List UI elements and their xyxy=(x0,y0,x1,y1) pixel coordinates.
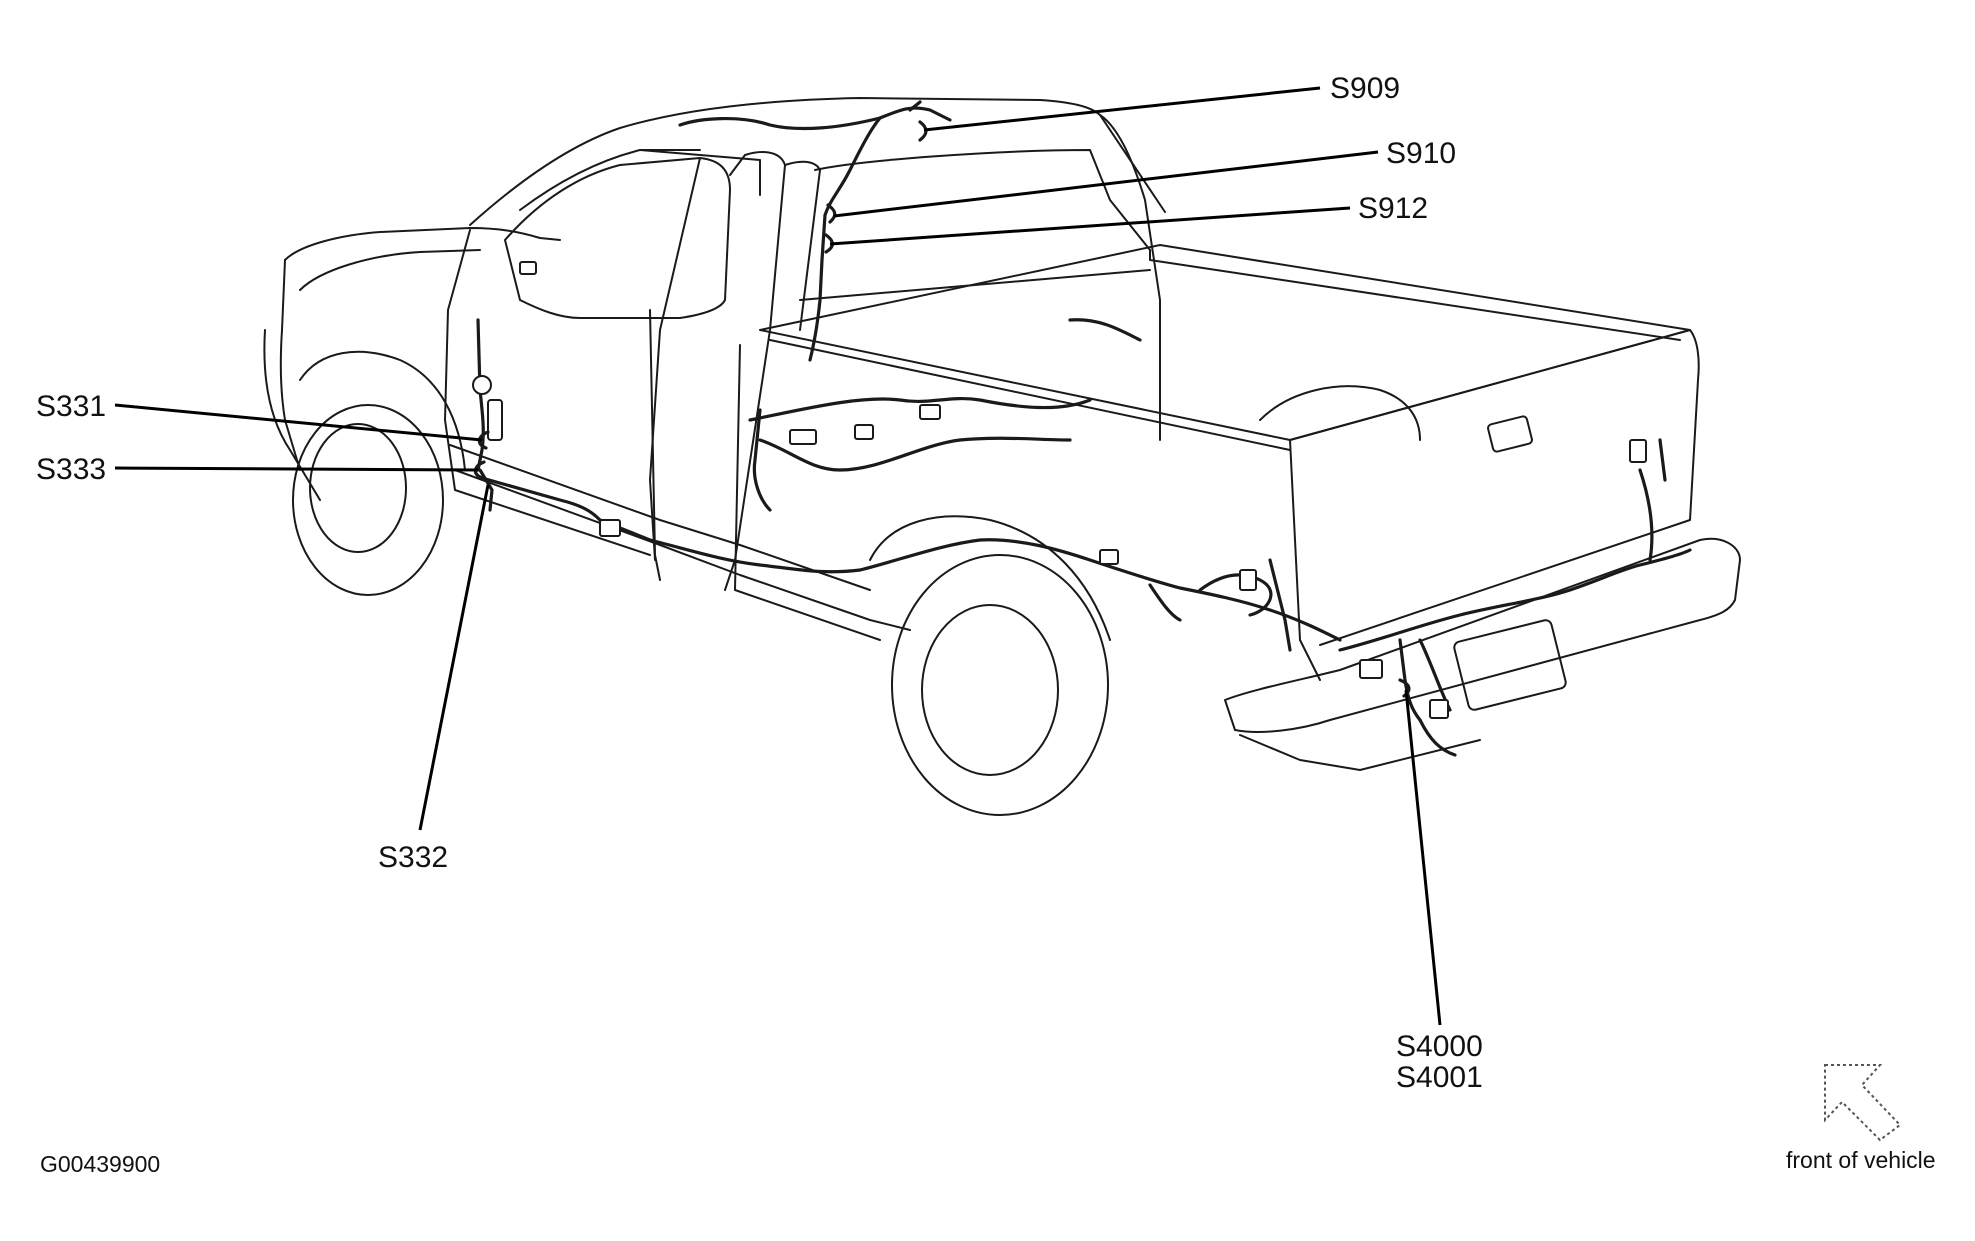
label-s333: S333 xyxy=(36,453,106,486)
cab-roof xyxy=(469,97,1166,226)
wiring-harness xyxy=(472,100,1692,757)
label-s331: S331 xyxy=(36,390,106,423)
tailgate-handle xyxy=(1487,415,1533,453)
rear-door xyxy=(724,151,786,591)
rocker-panel xyxy=(454,469,911,631)
roof-harness xyxy=(678,106,952,131)
front-door xyxy=(444,229,651,556)
door-connector xyxy=(472,375,492,395)
front-fender xyxy=(263,329,321,501)
leader-s912 xyxy=(829,206,1351,246)
leader-s4000 xyxy=(1404,689,1442,1026)
orientation-label: front of vehicle xyxy=(1786,1147,1936,1173)
truck-body xyxy=(263,97,1741,816)
bed-rail xyxy=(759,244,1691,441)
leader-s332 xyxy=(418,484,490,831)
leader-lines xyxy=(114,86,1442,1026)
rear-tire xyxy=(891,554,1109,816)
leader-s331 xyxy=(114,403,483,442)
license-plate-area xyxy=(1453,619,1567,711)
rear-bumper-harness xyxy=(1338,548,1692,652)
rocker-harness xyxy=(480,476,862,574)
rear-wheel-arch xyxy=(869,515,1111,641)
label-s910: S910 xyxy=(1386,137,1456,170)
dashed-arrow-icon xyxy=(1824,1064,1902,1142)
tailgate xyxy=(1289,329,1700,646)
label-s332: S332 xyxy=(378,841,448,874)
label-s912: S912 xyxy=(1358,192,1428,225)
label-s4001: S4001 xyxy=(1396,1061,1483,1094)
figure-id: G00439900 xyxy=(40,1151,160,1177)
s910-splice xyxy=(826,203,837,224)
leader-s909 xyxy=(923,86,1321,132)
hood-outline xyxy=(284,227,561,261)
leader-s333 xyxy=(114,466,479,472)
leader-s910 xyxy=(833,150,1379,218)
frame-harness xyxy=(858,538,1342,642)
label-s909: S909 xyxy=(1330,72,1400,105)
label-s4000: S4000 xyxy=(1396,1030,1483,1063)
front-wheel-arch xyxy=(299,350,466,471)
rear-bumper xyxy=(1224,537,1741,733)
front-tire xyxy=(292,404,444,596)
